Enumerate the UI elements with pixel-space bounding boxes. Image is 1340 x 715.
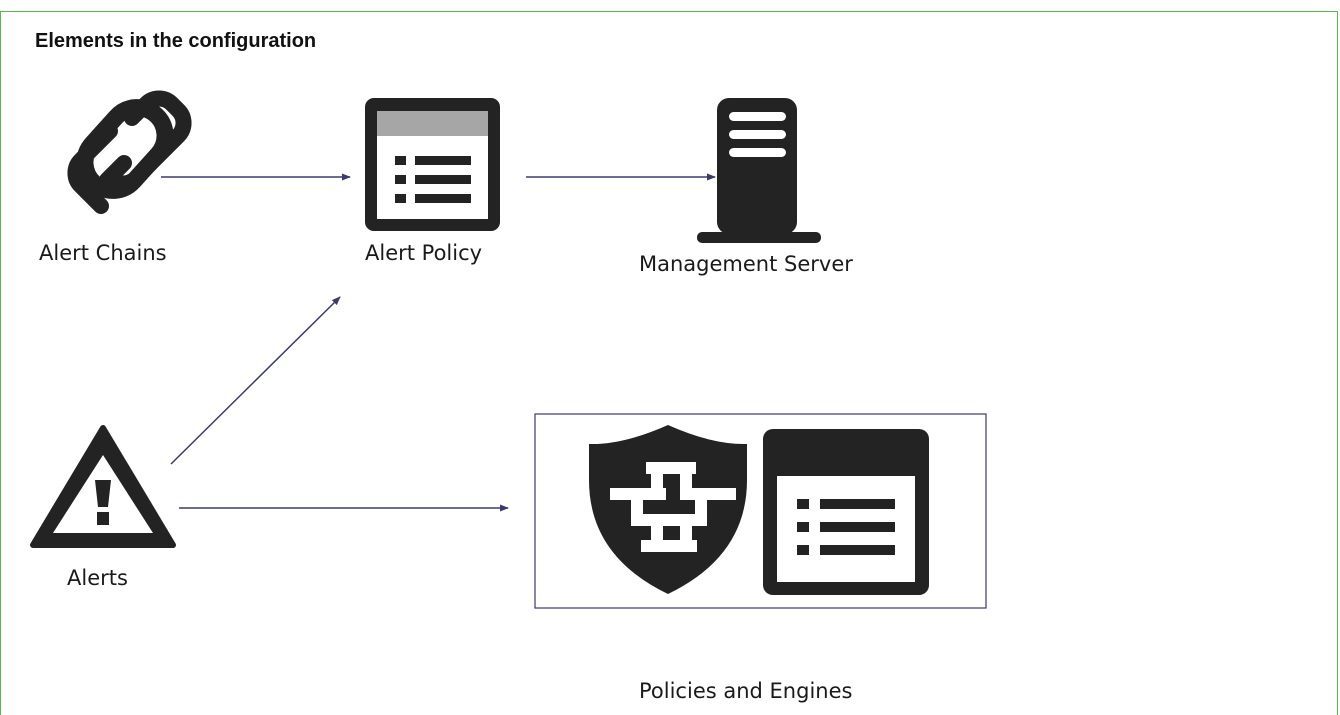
diagram-frame — [0, 11, 1338, 715]
firewall-shield-icon — [589, 425, 747, 594]
warning-triangle-icon — [30, 425, 176, 548]
chain-link-icon-parts — [67, 90, 192, 214]
policy-list-icon-2 — [763, 429, 929, 595]
server-tower-icon — [697, 98, 821, 243]
arrow-alerts-to-policy — [170, 296, 341, 465]
alert-chains-label: Alert Chains — [39, 241, 167, 265]
management-server-label: Management Server — [639, 252, 853, 276]
policies-and-engines-label: Policies and Engines — [639, 679, 853, 703]
diagram-title: Elements in the configuration — [35, 30, 317, 52]
policies-and-engines-box — [534, 413, 987, 609]
alert-policy-label: Alert Policy — [365, 241, 483, 265]
alerts-label: Alerts — [67, 566, 128, 590]
policy-list-icon — [365, 98, 500, 231]
